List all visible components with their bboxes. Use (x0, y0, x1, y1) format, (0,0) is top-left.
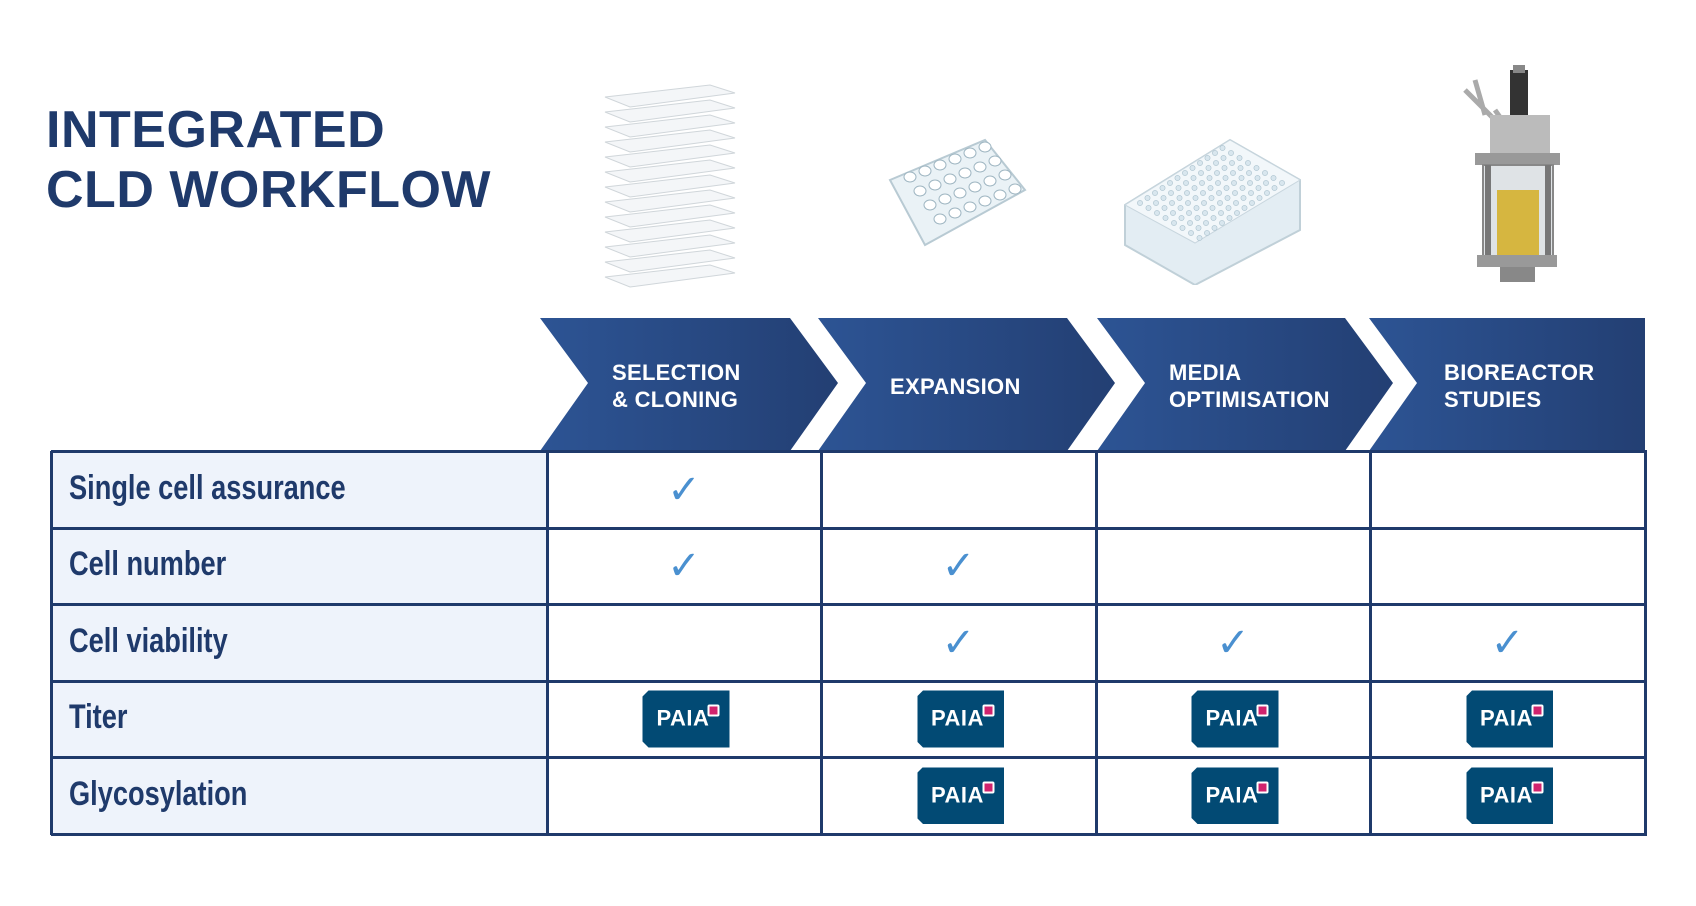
paia-badge-text: PAIA (1480, 782, 1533, 807)
paia-badge: PAIA (1192, 767, 1279, 824)
check-icon: ✓ (1216, 619, 1250, 666)
row-header: Titer (51, 681, 547, 757)
check-icon: ✓ (667, 543, 701, 589)
paia-badge: PAIA (1466, 767, 1553, 824)
paia-badge-text: PAIA (656, 705, 710, 731)
row-label: Titer (69, 698, 128, 736)
row-header: Cell viability (51, 604, 547, 681)
page-title: INTEGRATED CLD WORKFLOW (46, 100, 491, 220)
grid-line (1643, 451, 1647, 835)
paia-badge: PAIA (917, 767, 1004, 824)
row-header: Glycosylation (51, 757, 547, 834)
row-label: Single cell assurance (69, 468, 346, 507)
row-label: Cell viability (69, 621, 228, 660)
workflow-header (540, 318, 1645, 451)
check-icon: ✓ (941, 543, 976, 589)
paia-dot-icon (982, 781, 994, 793)
title-line-2: CLD WORKFLOW (46, 161, 492, 219)
paia-dot-icon (1257, 705, 1269, 717)
grid-line (51, 526, 1647, 530)
grid-line (1094, 451, 1098, 835)
paia-dot-icon (708, 705, 720, 717)
grid-line (545, 451, 549, 835)
grid-line (51, 449, 1647, 453)
check-icon: ✓ (1490, 619, 1525, 666)
paia-dot-icon (982, 705, 994, 717)
stage-arrow-media (1097, 318, 1393, 451)
paia-badge: PAIA (643, 691, 730, 748)
grid-line (819, 451, 823, 835)
paia-badge-text: PAIA (931, 782, 984, 807)
stage-label-selection: SELECTION& CLONING (612, 360, 741, 412)
stage-arrow-bioreactor (1369, 318, 1645, 451)
row-header: Single cell assurance (51, 451, 547, 528)
paia-dot-icon (1257, 781, 1269, 793)
grid-line (51, 755, 1647, 759)
paia-badge: PAIA (1466, 691, 1553, 748)
paia-badge: PAIA (1192, 691, 1279, 748)
paia-badge-text: PAIA (1480, 705, 1533, 731)
paia-badge-text: PAIA (931, 705, 984, 731)
row-header: Cell number (51, 528, 547, 604)
stacked-plates-image (604, 84, 736, 288)
grid-line (49, 451, 53, 835)
stage-arrow-expansion (818, 318, 1115, 451)
stage-label-expansion: EXPANSION (890, 374, 1021, 399)
grid-line (51, 832, 1647, 836)
paia-badge-text: PAIA (1205, 782, 1259, 807)
96-deep-well-plate-image (1124, 138, 1301, 285)
row-label: Cell number (69, 545, 227, 583)
stage-arrow-selection (540, 318, 838, 451)
paia-dot-icon (1531, 781, 1543, 793)
paia-badge-text: PAIA (1205, 705, 1259, 731)
title-line-1: INTEGRATED (46, 101, 386, 159)
paia-dot-icon (1531, 705, 1543, 717)
paia-badge: PAIA (917, 691, 1004, 748)
check-icon: ✓ (667, 466, 701, 513)
row-label: Glycosylation (69, 774, 248, 813)
24-well-plate-image (888, 138, 1027, 247)
grid-line (51, 679, 1647, 683)
grid-line (1368, 451, 1372, 835)
bioreactor-image (1463, 65, 1560, 282)
grid-line (51, 602, 1647, 606)
check-icon: ✓ (941, 619, 976, 666)
